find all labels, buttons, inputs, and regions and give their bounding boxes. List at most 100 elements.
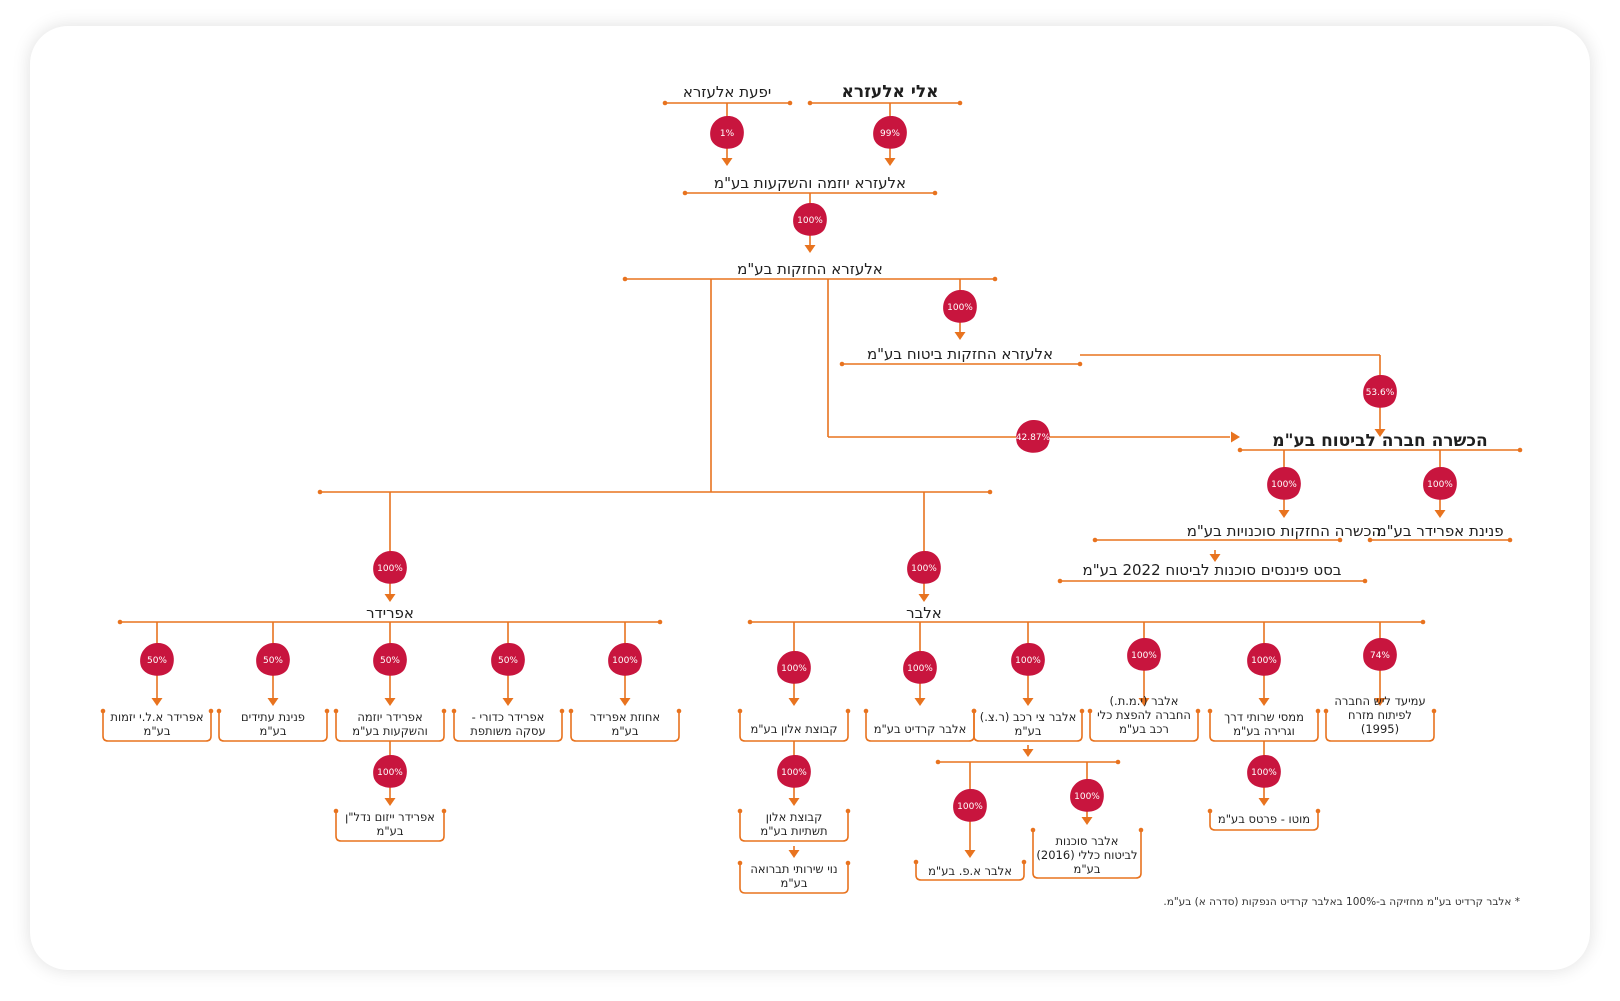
- ownership-blob: [1267, 466, 1301, 500]
- entity-afr_3: אפרידר יוזמה: [357, 710, 422, 724]
- entity-afr_2: אפרידר כדורי -: [472, 710, 545, 724]
- entity-holdings: אלעזרא החזקות בע"מ: [737, 260, 883, 278]
- arrow-head: [151, 698, 163, 706]
- ownership-blob: [608, 642, 642, 676]
- entity-afr_1: אחוזת אפרידר: [590, 710, 660, 724]
- connector-dot: [1138, 827, 1144, 833]
- entity-afr_4: בע"מ: [260, 724, 287, 738]
- entity-bracket: [570, 711, 680, 742]
- ownership-blob: [1247, 642, 1281, 676]
- connector-dot: [1237, 447, 1243, 453]
- pct-albar-agency: 100%: [1074, 792, 1100, 802]
- arrow-head: [914, 698, 926, 706]
- connector-dot: [992, 276, 998, 282]
- arrow-head: [1231, 431, 1240, 443]
- connector-dot: [451, 708, 457, 714]
- entity-bracket: [1032, 830, 1142, 879]
- connector-dot: [971, 708, 977, 714]
- connector-dot: [324, 708, 330, 714]
- connector-dot: [441, 708, 447, 714]
- entity-alb_2: ממסי שרותי דרך: [1224, 710, 1304, 724]
- connector-dot: [913, 859, 919, 865]
- ownership-blob: [1016, 419, 1050, 453]
- arrow-head: [1374, 429, 1386, 437]
- connector-dot: [1315, 808, 1321, 814]
- entity-alb_4: אלבר צי רכב (ר.צ.): [980, 710, 1077, 724]
- pct-alb_2: 100%: [1251, 656, 1277, 666]
- connector-dot: [987, 489, 993, 495]
- owner-eli: אלי אלעזרא: [842, 82, 939, 102]
- connector-dot: [747, 619, 753, 625]
- connector-dot: [1315, 708, 1321, 714]
- connector-dot: [117, 619, 123, 625]
- ownership-blob: [710, 115, 744, 149]
- entity-ins-holdings: אלעזרא החזקות ביטוח בע"מ: [867, 345, 1053, 363]
- arrow-head: [1278, 510, 1290, 518]
- connector-dot: [845, 708, 851, 714]
- entity-alb_3: החברה להפצת כלי: [1097, 708, 1191, 722]
- arrow-head: [1081, 817, 1093, 825]
- entity-alb_5: אלבר קרדיט בע"מ: [874, 722, 967, 736]
- ownership-blob: [907, 550, 941, 584]
- pct-alb_1: 74%: [1370, 651, 1390, 661]
- entity-afr_5: בע"מ: [144, 724, 171, 738]
- connector-dot: [1057, 578, 1063, 584]
- entity-albar-agency: בע"מ: [1074, 862, 1101, 876]
- pct-afr-nadlan: 100%: [377, 768, 403, 778]
- connector-dot: [559, 708, 565, 714]
- ownership-blob: [1247, 754, 1281, 788]
- connector-dot: [1087, 708, 1093, 714]
- ownership-blob: [373, 550, 407, 584]
- connector-dot: [676, 708, 682, 714]
- connector-dot: [1431, 708, 1437, 714]
- connector-dot: [1030, 827, 1036, 833]
- entity-albar-agency: אלבר סוכנות: [1056, 834, 1119, 848]
- entity-bracket: [218, 711, 328, 742]
- pct-yifat: 1%: [720, 129, 735, 139]
- pct-afridar: 100%: [377, 564, 403, 574]
- ownership-blob: [943, 289, 977, 323]
- ownership-blob: [1127, 637, 1161, 671]
- ownership-blob: [1363, 374, 1397, 408]
- pct-afr_1: 100%: [612, 656, 638, 666]
- entity-alb_2: וגרירה בע"מ: [1233, 724, 1295, 738]
- entity-yozma: אלעזרא יוזמה והשקעות בע"מ: [714, 174, 906, 192]
- connector-dot: [1207, 808, 1213, 814]
- arrow-head: [1258, 698, 1270, 706]
- connector-dot: [1337, 537, 1343, 543]
- arrow-head: [964, 850, 976, 858]
- ownership-blob: [373, 754, 407, 788]
- arrow-head: [1434, 510, 1446, 518]
- arrow-head: [384, 594, 396, 602]
- connector-dot: [737, 808, 743, 814]
- entity-bracket: [335, 811, 445, 842]
- entity-alb_1: (1995): [1361, 722, 1399, 736]
- connector-dot: [1092, 537, 1098, 543]
- entity-bracket: [739, 863, 849, 894]
- ownership-blob: [491, 642, 525, 676]
- entity-afr-nadlan: בע"מ: [377, 824, 404, 838]
- ownership-blob: [873, 115, 907, 149]
- chart-card: [30, 26, 1590, 970]
- ownership-blob: [903, 650, 937, 684]
- pct-moto: 100%: [1251, 768, 1277, 778]
- entity-alon-infra: קבוצת אלון: [766, 810, 822, 824]
- pct-alb_6: 100%: [781, 664, 807, 674]
- connector-dot: [441, 808, 447, 814]
- ownership-blob: [1070, 778, 1104, 812]
- ownership-blob: [777, 650, 811, 684]
- entity-afr-nadlan: אפרידר ייזום נדל"ן: [345, 810, 435, 824]
- pct-hachshara-ins: 53.6%: [1366, 388, 1395, 398]
- connector-dot: [1207, 708, 1213, 714]
- pct-alb_4: 100%: [1015, 656, 1041, 666]
- entity-noy: נוי שירותי תברואה: [750, 862, 837, 876]
- entity-afr_1: בע"מ: [612, 724, 639, 738]
- pct-ins-holdings: 100%: [947, 303, 973, 313]
- ownership-blob: [793, 202, 827, 236]
- pct-afr_3: 50%: [380, 656, 400, 666]
- arrow-head: [788, 850, 800, 858]
- arrow-head: [1138, 698, 1150, 706]
- connector-dot: [737, 708, 743, 714]
- pct-albar-ap: 100%: [957, 802, 983, 812]
